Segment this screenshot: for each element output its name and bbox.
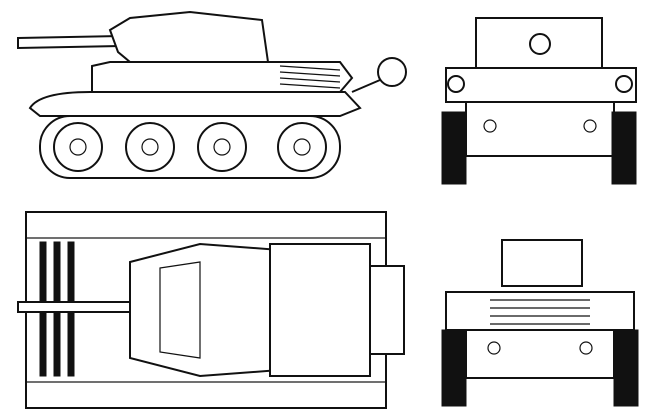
front-plate	[369, 265, 405, 355]
hull-upper	[91, 61, 354, 93]
track-guard	[28, 91, 362, 117]
turret	[108, 10, 270, 63]
rear-turret	[501, 239, 583, 287]
turret-top	[129, 242, 281, 378]
front-view	[441, 17, 637, 185]
front-glacis	[445, 67, 637, 103]
front-hull	[465, 101, 615, 157]
track	[39, 115, 341, 179]
rear-hull	[465, 329, 615, 379]
rear-view	[441, 239, 639, 407]
road-wheels	[53, 122, 327, 172]
gun-barrel	[17, 34, 121, 50]
front-track-right	[611, 111, 637, 185]
side-view	[17, 10, 407, 179]
rear-lamp	[377, 57, 407, 87]
top-view	[17, 211, 405, 409]
front-track-left	[441, 111, 467, 185]
rear-track-left	[441, 329, 467, 407]
gun-barrel-top	[17, 301, 131, 313]
rear-track-right	[613, 329, 639, 407]
engine-deck	[269, 243, 371, 377]
